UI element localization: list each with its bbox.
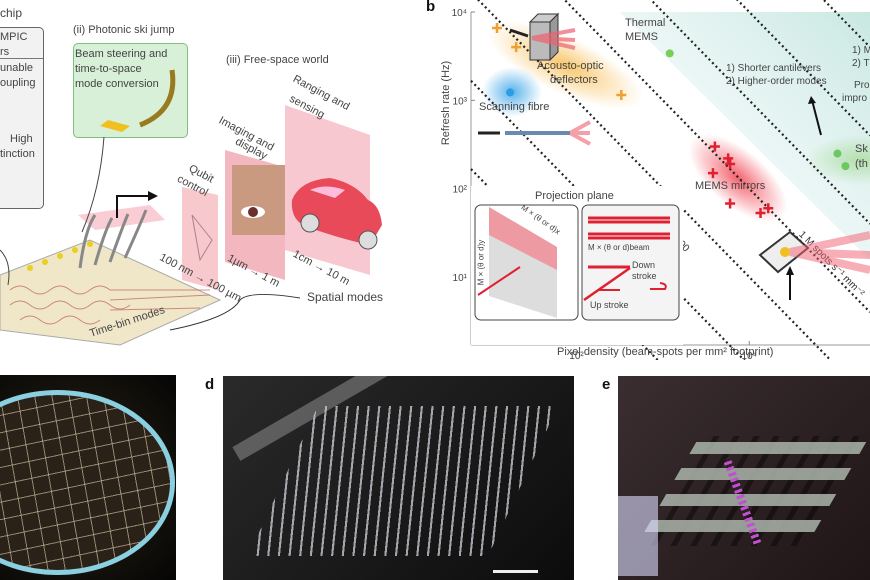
data-point — [725, 198, 736, 209]
right-cut-5: (th — [855, 158, 868, 170]
right-cut-2: 2) T — [852, 58, 870, 69]
data-point — [616, 89, 627, 100]
x-tick-label: 10⁴ — [742, 351, 757, 360]
data-point — [763, 203, 774, 214]
iso-line — [649, 0, 870, 225]
data-point — [755, 208, 766, 219]
plus-marker — [755, 208, 766, 219]
plus-marker — [511, 42, 522, 53]
ski-jump-line-1: Beam steering and — [75, 48, 168, 60]
scanning-fibre-label: Scanning fibre — [479, 101, 550, 113]
box-line-1: MPIC — [0, 31, 28, 43]
panel-b-label: b — [426, 0, 436, 15]
plus-marker — [725, 159, 736, 170]
inset-label-vertical: M × (θ or d)y — [476, 239, 486, 286]
plus-marker — [763, 203, 774, 214]
spatial-modes-label: Spatial modes — [307, 290, 384, 304]
free-space-title: (iii) Free-space world — [226, 54, 329, 66]
data-point — [491, 22, 502, 33]
ski-jump-line-3: mode conversion — [75, 78, 159, 90]
chip-features-box — [0, 27, 44, 209]
refresh-rate-vs-pixel-density-chart: 1,00010,000100,0001 M spots s⁻¹ mm⁻²10 M… — [452, 0, 870, 360]
data-point — [833, 149, 842, 158]
thermal-label-2: MEMS — [625, 31, 658, 43]
box-line-4: oupling — [0, 77, 36, 89]
aod-label-1: Acousto-optic — [537, 60, 604, 72]
improvement-1: 1) Shorter cantilevers — [726, 63, 822, 74]
data-point — [709, 141, 720, 152]
x-tick-label: 10² — [569, 351, 584, 360]
plus-marker — [725, 198, 736, 209]
box-line-6: tinction — [0, 148, 35, 160]
car-icon — [291, 178, 382, 250]
data-point — [665, 49, 674, 58]
x-axis-label: Pixel density (beam-spots per mm² footpr… — [557, 346, 774, 358]
plus-marker — [723, 153, 734, 164]
aod-label-2: deflectors — [550, 74, 598, 86]
y-tick-label: 10² — [453, 185, 468, 196]
y-tick-label: 10⁴ — [452, 8, 467, 19]
acousto-optic-deflector-icon — [509, 12, 576, 62]
data-point — [506, 88, 515, 97]
right-cut-1: 1) M — [852, 45, 870, 56]
improvement-region — [620, 12, 870, 260]
chip-closeup-photo — [618, 376, 870, 580]
data-point — [511, 42, 522, 53]
down-stroke-1: Down — [632, 260, 656, 270]
iso-line — [735, 0, 870, 137]
data-point — [725, 159, 736, 170]
photonic-chip-illustration — [0, 69, 382, 346]
plus-marker — [491, 22, 502, 33]
sk-label: Sk — [855, 143, 868, 155]
plus-marker — [707, 168, 718, 179]
data-point — [723, 153, 734, 164]
y-tick-label: 10¹ — [453, 273, 468, 284]
plus-marker — [616, 89, 627, 100]
box-line-2: rs — [0, 46, 10, 58]
ski-jump-line-2: time-to-space — [75, 63, 142, 75]
improvement-2: 2) Higher-order modes — [726, 76, 827, 87]
wafer-photo — [0, 375, 176, 580]
right-cut-3: Pro — [854, 80, 870, 91]
thermal-label-1: Thermal — [625, 17, 666, 29]
chip-header: chip — [0, 6, 23, 20]
data-point — [707, 168, 718, 179]
down-stroke-2: stroke — [632, 271, 657, 281]
plus-marker — [709, 141, 720, 152]
panel-e-label: e — [602, 376, 611, 393]
ski-jump-array-photo — [223, 376, 574, 580]
panel-d-label: d — [205, 376, 215, 393]
mems-mirror-icon — [758, 230, 870, 300]
up-stroke-label: Up stroke — [590, 300, 629, 310]
y-axis-label: Refresh rate (Hz) — [440, 60, 453, 146]
inset-title: Projection plane — [535, 190, 614, 202]
mems-mirrors-label: MEMS mirrors — [695, 180, 766, 192]
y-tick-label: 10³ — [453, 96, 468, 107]
ski-jump-title: (ii) Photonic ski jump — [73, 24, 175, 36]
box-line-3: unable — [0, 62, 34, 74]
inset-beam-label: M × (θ or d)beam — [588, 243, 650, 252]
ski-jump-box — [73, 43, 188, 138]
box-line-5: High — [10, 133, 33, 145]
scanning-fibre-icon — [478, 120, 591, 146]
right-cut-4: impro — [842, 93, 868, 104]
data-point — [841, 162, 850, 171]
